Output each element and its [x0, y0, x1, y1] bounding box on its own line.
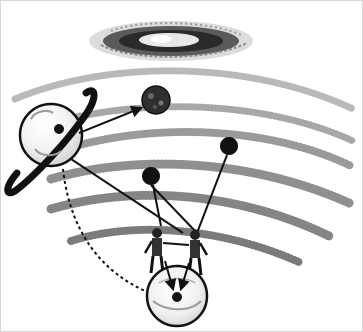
spiral-galaxy	[89, 21, 253, 61]
body-right	[220, 137, 238, 155]
earth-globe	[147, 261, 207, 326]
sky-band-6	[71, 230, 301, 263]
body-center	[142, 167, 160, 185]
sky-band-3	[59, 132, 351, 166]
sky-bands	[15, 71, 353, 263]
observer-left	[145, 228, 163, 273]
textured-planet	[142, 86, 170, 114]
